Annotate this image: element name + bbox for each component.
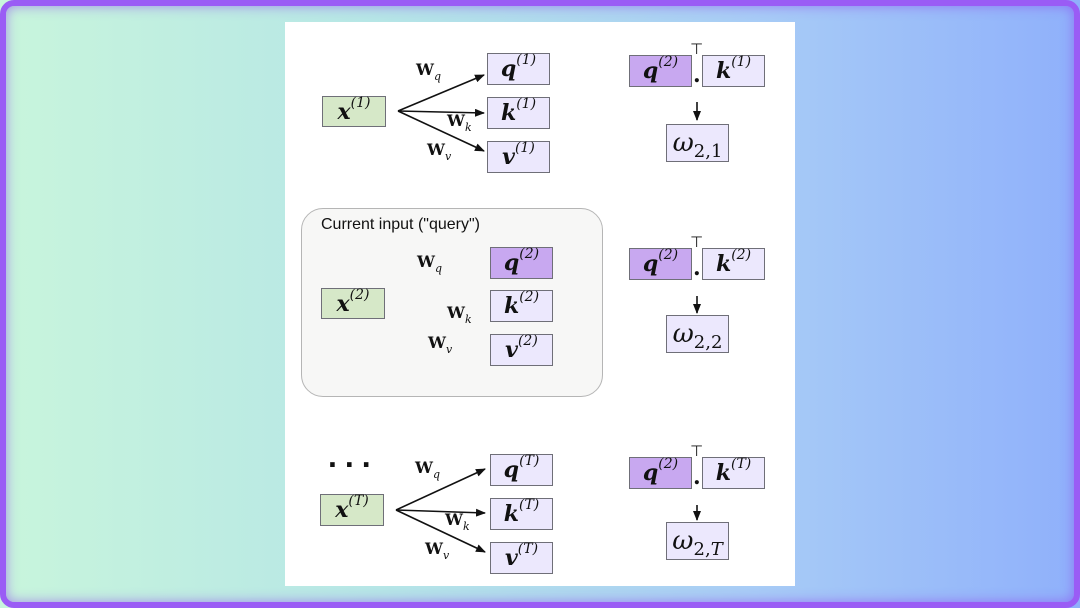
value-v2: v(2)	[490, 334, 553, 366]
score-q2-row2: q(2)	[629, 248, 692, 280]
wq-label-2: Wq	[417, 252, 443, 275]
wq-label-T: Wq	[415, 458, 441, 481]
score-q2-row1: q(2)	[629, 55, 692, 87]
query-q1: q(1)	[487, 53, 550, 85]
value-v1: v(1)	[487, 141, 550, 173]
wv-label-1: Wv	[427, 140, 452, 163]
wk-label-1: Wk	[447, 111, 472, 134]
wk-label-T: Wk	[445, 510, 470, 533]
transpose-symbol-2: ⊤	[690, 233, 704, 251]
key-k2: k(2)	[490, 290, 553, 322]
input-x2: x(2)	[321, 288, 385, 319]
input-x1: x(1)	[322, 96, 386, 127]
score-k2: k(2)	[702, 248, 765, 280]
wq-label-1: Wq	[416, 60, 442, 83]
arrow-xT-qT	[395, 468, 486, 511]
arrow-xT-vT	[395, 509, 486, 553]
score-kT: k(T)	[702, 457, 765, 489]
arrow-x1-k1	[397, 108, 485, 117]
input-xT: x(T)	[320, 494, 384, 526]
query-qT: q(T)	[490, 454, 553, 486]
transpose-symbol-1: ⊤	[690, 40, 704, 58]
dot-product-symbol-1: .	[693, 62, 701, 88]
wv-label-2: Wv	[428, 333, 453, 356]
transpose-symbol-T: ⊤	[690, 442, 704, 460]
arrow-xT-kT	[395, 508, 486, 517]
diagram-panel: Wq Wk Wv x(1) q(1) k(1) v(1) q(2) ⊤ . k(…	[285, 22, 795, 586]
ellipsis: ...	[328, 438, 379, 474]
arrow-x1-q1	[397, 74, 485, 112]
score-k1: k(1)	[702, 55, 765, 87]
query-group-label: Current input ("query")	[321, 216, 480, 233]
key-kT: k(T)	[490, 498, 553, 530]
value-vT: v(T)	[490, 542, 553, 574]
wk-label-2: Wk	[447, 303, 472, 326]
dot-product-symbol-T: .	[693, 464, 701, 490]
dot-product-symbol-2: .	[693, 255, 701, 281]
score-q2-rowT: q(2)	[629, 457, 692, 489]
key-k1: k(1)	[487, 97, 550, 129]
wv-label-T: Wv	[425, 539, 450, 562]
query-q2: q(2)	[490, 247, 553, 279]
arrow-x1-v1	[397, 110, 485, 152]
